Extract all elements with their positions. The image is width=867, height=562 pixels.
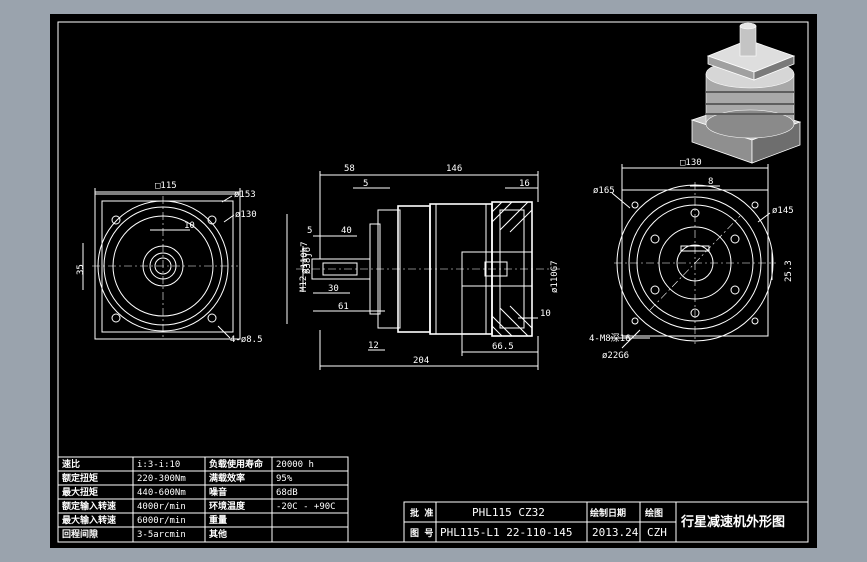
spec-cell-r3-c0: 额定输入转速 — [62, 500, 116, 512]
spec-cell-r2-c0: 最大扭矩 — [62, 486, 98, 498]
title-model-value: PHL115 CZ32 — [472, 506, 545, 519]
left-view — [82, 188, 241, 340]
front-dim-m12: M12 — [299, 276, 309, 292]
right-outer-dim: ø165 — [593, 186, 615, 196]
front-dim-58: 58 — [344, 164, 355, 174]
right-square-dim: □130 — [680, 158, 702, 168]
sheet-background — [50, 14, 817, 548]
title-block-grid — [403, 501, 809, 543]
spec-cell-r5-c2: 其他 — [209, 528, 227, 540]
spec-cell-r3-c1: 4000r/min — [137, 502, 186, 512]
front-dim-5a: 5 — [363, 179, 368, 189]
spec-cell-r0-c1: i:3-i:10 — [137, 460, 180, 470]
spec-cell-r0-c0: 速比 — [62, 458, 80, 470]
front-dim-30: 30 — [328, 284, 339, 294]
title-drawing-no-value: PHL115-L1 22-110-145 — [440, 526, 572, 539]
front-dim-5b: 5 — [307, 226, 312, 236]
title-date-value: 2013.24 — [592, 526, 639, 539]
spec-cell-r4-c2: 重量 — [209, 514, 227, 526]
front-dim-10: 10 — [540, 309, 551, 319]
title-approve-label: 批 准 — [410, 507, 433, 519]
front-dim-146: 146 — [446, 164, 462, 174]
front-dim-110g7: ø110G7 — [550, 260, 560, 293]
front-dim-61: 61 — [338, 302, 349, 312]
left-outer-dim: ø153 — [234, 190, 256, 200]
title-author-value: CZH — [647, 526, 667, 539]
spec-cell-r0-c2: 负载使用寿命 — [209, 458, 264, 470]
front-dim-12: 12 — [368, 341, 379, 351]
title-drawn-label: 绘图 — [645, 507, 663, 519]
spec-table-grid — [57, 456, 349, 543]
right-height-dim: 25.3 — [784, 260, 794, 282]
left-pitch-dim: ø130 — [235, 210, 257, 220]
spec-cell-r0-c3: 20000 h — [276, 460, 314, 470]
isometric-view — [690, 22, 802, 164]
left-holes-dim: 4-ø8.5 — [230, 335, 263, 345]
right-holes-dim: 4-M8深16 — [589, 333, 631, 344]
spec-cell-r3-c2: 环境温度 — [209, 500, 246, 512]
front-dim-40: 40 — [341, 226, 352, 236]
spec-cell-r1-c0: 额定扭矩 — [62, 472, 98, 484]
front-view — [286, 171, 560, 370]
front-dim-66-5: 66.5 — [492, 342, 514, 352]
right-bore-dim: ø22G6 — [602, 351, 629, 361]
spec-cell-r4-c1: 6000r/min — [137, 516, 186, 526]
title-date-label: 绘制日期 — [590, 507, 626, 519]
spec-cell-r5-c1: 3-5arcmin — [137, 530, 186, 540]
spec-cell-r5-c0: 回程间隙 — [62, 528, 98, 540]
title-drawing-no-label: 图 号 — [410, 528, 433, 539]
left-height-dim: 35 — [76, 264, 86, 275]
spec-cell-r1-c1: 220-300Nm — [137, 474, 186, 484]
drawing-title: 行星减速机外形图 — [680, 514, 785, 530]
front-dim-38j6: ø38j6 — [303, 247, 313, 274]
front-dim-110h7: ø110h7 — [300, 241, 310, 274]
spec-table: 速比 i:3-i:10 负载使用寿命 20000 h 额定扭矩 220-300Nm 满载效率… — [62, 458, 336, 540]
front-dim-204: 204 — [413, 356, 429, 366]
spec-cell-r1-c3: 95% — [276, 474, 293, 484]
spec-cell-r2-c2: 噪音 — [209, 486, 227, 498]
left-square-dim: □115 — [155, 181, 177, 191]
right-key-dim: 8 — [708, 177, 713, 187]
spec-cell-r2-c3: 68dB — [276, 488, 298, 498]
right-pitch-dim: ø145 — [772, 206, 794, 216]
spec-cell-r4-c0: 最大输入转速 — [62, 514, 116, 526]
left-key-dim: 10 — [184, 221, 195, 231]
spec-cell-r2-c1: 440-600Nm — [137, 488, 186, 498]
right-view — [610, 164, 776, 349]
spec-cell-r3-c3: -20C - +90C — [276, 502, 336, 512]
front-dim-16: 16 — [519, 179, 530, 189]
spec-cell-r1-c2: 满载效率 — [209, 472, 245, 484]
